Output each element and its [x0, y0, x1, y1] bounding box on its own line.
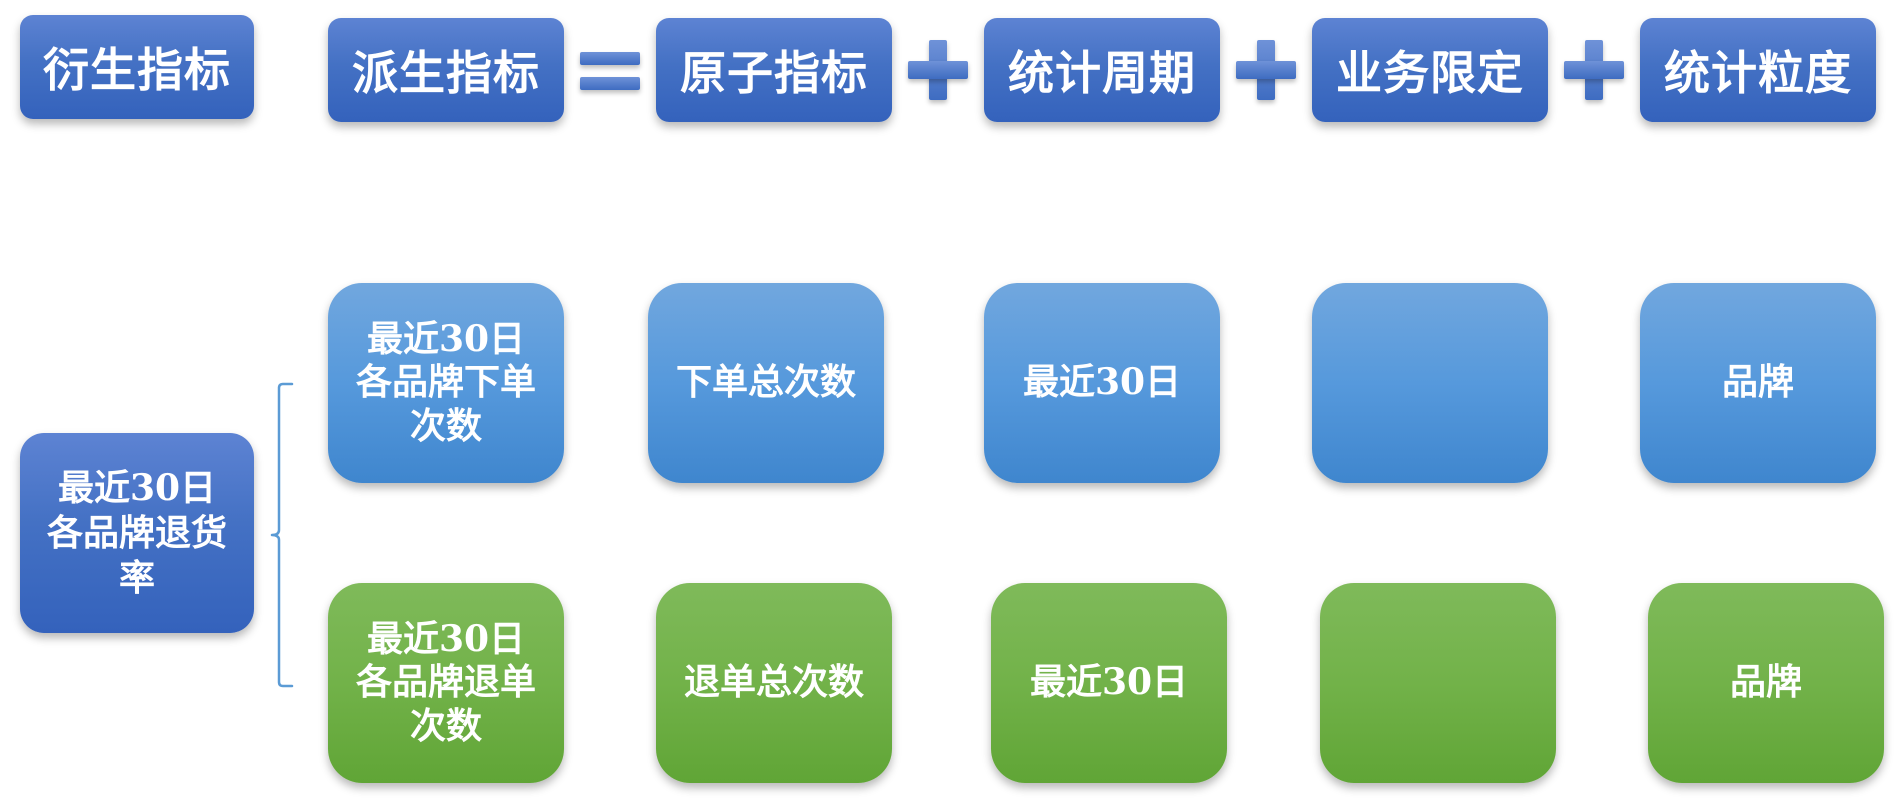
equals-icon: [580, 49, 640, 93]
formula-term-business-qualifier: 业务限定: [1312, 18, 1548, 122]
row1-granularity: 品牌: [1640, 283, 1876, 483]
row1-business-qualifier: [1312, 283, 1548, 483]
derived-metric-card: 最近30日各品牌退货率: [20, 433, 254, 633]
formula-term-period: 统计周期: [984, 18, 1220, 122]
row2-derived-metric: 最近30日各品牌退单次数: [328, 583, 564, 783]
brace-connector: [270, 382, 294, 688]
row1-stat-period: 最近30日: [984, 283, 1220, 483]
plus-icon: [908, 40, 968, 100]
row1-derived-metric: 最近30日各品牌下单次数: [328, 283, 564, 483]
plus-icon: [1564, 40, 1624, 100]
formula-term-atomic: 原子指标: [656, 18, 892, 122]
row1-atomic-metric: 下单总次数: [648, 283, 884, 483]
formula-term-derived: 派生指标: [328, 18, 564, 122]
plus-icon: [1236, 40, 1296, 100]
row2-stat-period: 最近30日: [991, 583, 1227, 783]
row2-granularity: 品牌: [1648, 583, 1884, 783]
derived-metric-header: 衍生指标: [20, 15, 254, 119]
formula-term-granularity: 统计粒度: [1640, 18, 1876, 122]
row2-atomic-metric: 退单总次数: [656, 583, 892, 783]
row2-business-qualifier: [1320, 583, 1556, 783]
